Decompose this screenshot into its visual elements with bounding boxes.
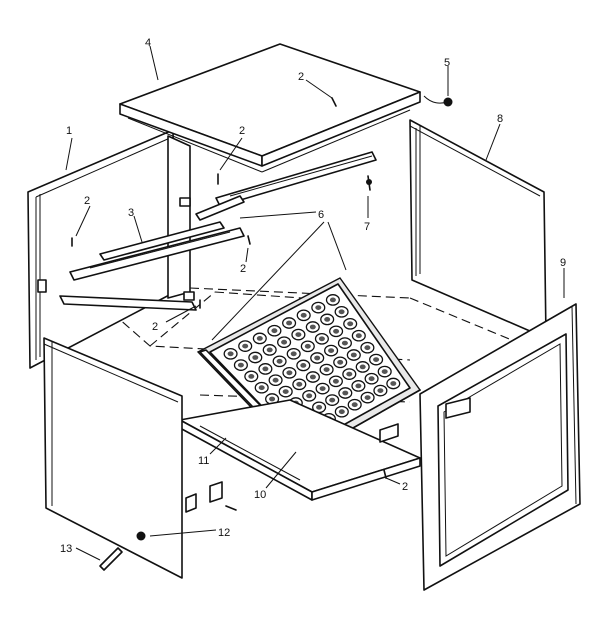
- tray-cup-center: [242, 343, 249, 349]
- part-tray-handle: [379, 423, 399, 443]
- part-latch: [185, 493, 197, 513]
- callout-3: 3: [128, 207, 134, 219]
- tray-cup-center: [290, 351, 297, 357]
- tray-cup-center: [328, 348, 335, 353]
- tray-cup-center: [368, 376, 375, 382]
- tray-cup-center: [256, 336, 263, 341]
- tray-cup-center: [323, 367, 330, 372]
- callout-2-rail: 2: [240, 263, 246, 275]
- callout-6: 6: [318, 209, 324, 221]
- tray-cup-center: [346, 371, 353, 377]
- hardware: [71, 95, 453, 571]
- part-right-rear-panel: [409, 119, 547, 339]
- tray-cup-center: [227, 351, 234, 357]
- part-top-panel: [119, 43, 421, 173]
- screw-hinge: [225, 505, 237, 511]
- tray-cup-center: [286, 320, 293, 326]
- callout-2-left: 2: [84, 195, 90, 207]
- tray-cup-center: [296, 381, 303, 387]
- part-slide-rail: [59, 221, 245, 311]
- tray-cup-center: [342, 390, 349, 396]
- tray-cup-center: [377, 388, 384, 393]
- tray-cup-center: [337, 359, 344, 365]
- tray-cup-center: [252, 355, 259, 360]
- tray-cup-center: [318, 336, 325, 342]
- tray-cup-center: [304, 343, 311, 349]
- tray-cup-center: [300, 363, 307, 368]
- callout-labels: 4 2 5 1 2 8 2 3 6 7 2 9 2 11 10 2 12 13: [60, 37, 566, 555]
- tray-cup-center: [364, 345, 371, 351]
- tray-cup-center: [314, 355, 321, 361]
- tray-cup-center: [300, 312, 307, 318]
- part-key-13: [99, 547, 123, 571]
- callout-2-upper-bracket: 2: [239, 125, 245, 137]
- part-upper-brackets: [195, 151, 377, 221]
- tray-cup-center: [272, 377, 279, 383]
- callout-1: 1: [66, 125, 72, 137]
- screw-2f: [383, 469, 387, 479]
- tray-cup-center: [309, 324, 316, 330]
- tray-cup-center: [355, 383, 362, 389]
- tray-cup-center: [338, 409, 345, 415]
- leader-lines: [65, 45, 565, 561]
- tray-cup-center: [316, 404, 323, 410]
- tray-cup-center: [281, 339, 288, 345]
- callout-2-mid: 2: [152, 321, 158, 333]
- tray-cup-center: [248, 374, 255, 379]
- tray-cup-center: [355, 333, 362, 339]
- part-front-left-panel: [43, 337, 183, 579]
- callout-7: 7: [364, 221, 370, 233]
- tray-cup-center: [319, 386, 326, 391]
- tray-cup-center: [329, 297, 336, 303]
- tray-cup-center: [306, 393, 313, 399]
- tray-cup-center: [364, 395, 371, 400]
- tray-cup-center: [282, 389, 289, 394]
- callout-10: 10: [254, 489, 266, 501]
- part-left-rear-panel: [27, 129, 195, 369]
- tray-cup-center: [271, 328, 278, 334]
- part-bottom-panel: [179, 399, 421, 501]
- tray-cup-center: [262, 366, 269, 372]
- tray-cup-center: [390, 381, 397, 386]
- tray-cup-center: [295, 332, 302, 337]
- part-knob-12: [136, 531, 146, 541]
- callout-2-bottom: 2: [402, 481, 408, 493]
- callout-13: 13: [60, 543, 72, 555]
- tray-cup-center: [347, 321, 354, 327]
- callout-8: 8: [497, 113, 503, 125]
- part-tray-assembly: [196, 277, 422, 459]
- screw-2d: [247, 235, 251, 245]
- tray-cup-center: [332, 378, 339, 384]
- tray-cup-center: [237, 362, 244, 368]
- tray-cup-center: [276, 358, 283, 364]
- callout-9: 9: [560, 257, 566, 269]
- tray-cup-center: [324, 317, 331, 322]
- tray-cup-center: [350, 352, 357, 358]
- tray-cup-center: [309, 374, 316, 380]
- callout-4: 4: [145, 37, 151, 49]
- tray-cup-center: [333, 328, 340, 334]
- tray-cup-center: [329, 397, 336, 403]
- callout-2-top: 2: [298, 71, 304, 83]
- tray-cup-center: [373, 357, 380, 362]
- part-front-right-frame: [419, 303, 581, 591]
- tray-cup-center: [351, 402, 358, 408]
- tray-cup-center: [269, 396, 276, 402]
- callout-11: 11: [198, 455, 209, 467]
- tray-cup-center: [338, 309, 345, 315]
- callout-12: 12: [218, 527, 230, 539]
- tray-cup-center: [266, 347, 273, 353]
- tray-cup-center: [258, 385, 265, 391]
- part-hinge: [209, 481, 223, 503]
- tray-cup-center: [341, 340, 348, 346]
- tray-cups: [223, 294, 401, 439]
- tray-cup-center: [286, 370, 293, 376]
- callout-5: 5: [444, 57, 450, 69]
- tray-cup-center: [381, 369, 388, 374]
- tray-cup-center: [359, 364, 366, 370]
- screw-2a: [331, 97, 337, 107]
- tray-cup-center: [315, 305, 322, 310]
